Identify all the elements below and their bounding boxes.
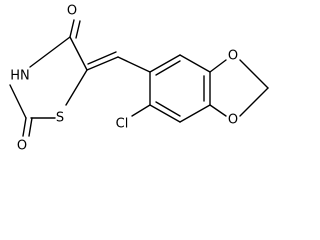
atom-oxygen-dioxole-bottom: O bbox=[228, 113, 238, 128]
bond-ar-1-2 bbox=[149, 54, 181, 73]
methylidene-linker bbox=[86, 51, 151, 73]
bond-ar-4-5 bbox=[179, 104, 211, 123]
bond-ar-o1 bbox=[209, 59, 227, 73]
thiazolidinedione-ring bbox=[9, 19, 88, 137]
bond-c4-o-double-b bbox=[75, 20, 81, 39]
bond-ar-5-6 bbox=[149, 104, 181, 123]
atom-nitrogen-nh: HN bbox=[10, 69, 30, 84]
bond-ch2-o2 bbox=[239, 87, 269, 117]
bond-c2-o-double-b bbox=[28, 117, 33, 137]
molecule-structure-diagram: O HN S O Cl O O bbox=[9, 4, 269, 154]
dioxole-ring bbox=[209, 59, 269, 117]
bond-o2-ar bbox=[209, 104, 227, 117]
atom-oxygen-dioxole-top: O bbox=[228, 49, 238, 64]
bond-ar-2-3 bbox=[179, 54, 211, 73]
bond-ar-inner-1 bbox=[155, 60, 181, 76]
atom-oxygen-carbonyl-bottom: O bbox=[17, 139, 27, 154]
benzene-ring bbox=[149, 54, 211, 123]
bond-ch-aryl bbox=[117, 56, 151, 73]
bond-ar-cl bbox=[131, 104, 151, 117]
bond-c5-ch-double-b bbox=[87, 51, 117, 65]
atom-oxygen-carbonyl-top: O bbox=[67, 4, 77, 19]
bond-c4-o-double-a bbox=[69, 19, 75, 38]
bond-c4-c5 bbox=[69, 36, 88, 71]
bond-o1-ch2 bbox=[239, 59, 269, 89]
bond-c5-s bbox=[65, 69, 88, 106]
bond-n-c4 bbox=[29, 36, 71, 68]
bond-c2-n bbox=[9, 84, 27, 119]
bond-ar-inner-3 bbox=[155, 101, 181, 117]
bond-c2-o-double-a bbox=[22, 117, 27, 137]
atom-sulfur: S bbox=[56, 111, 64, 126]
atom-chlorine: Cl bbox=[116, 117, 129, 132]
bond-c5-ch-double-a bbox=[86, 56, 119, 71]
